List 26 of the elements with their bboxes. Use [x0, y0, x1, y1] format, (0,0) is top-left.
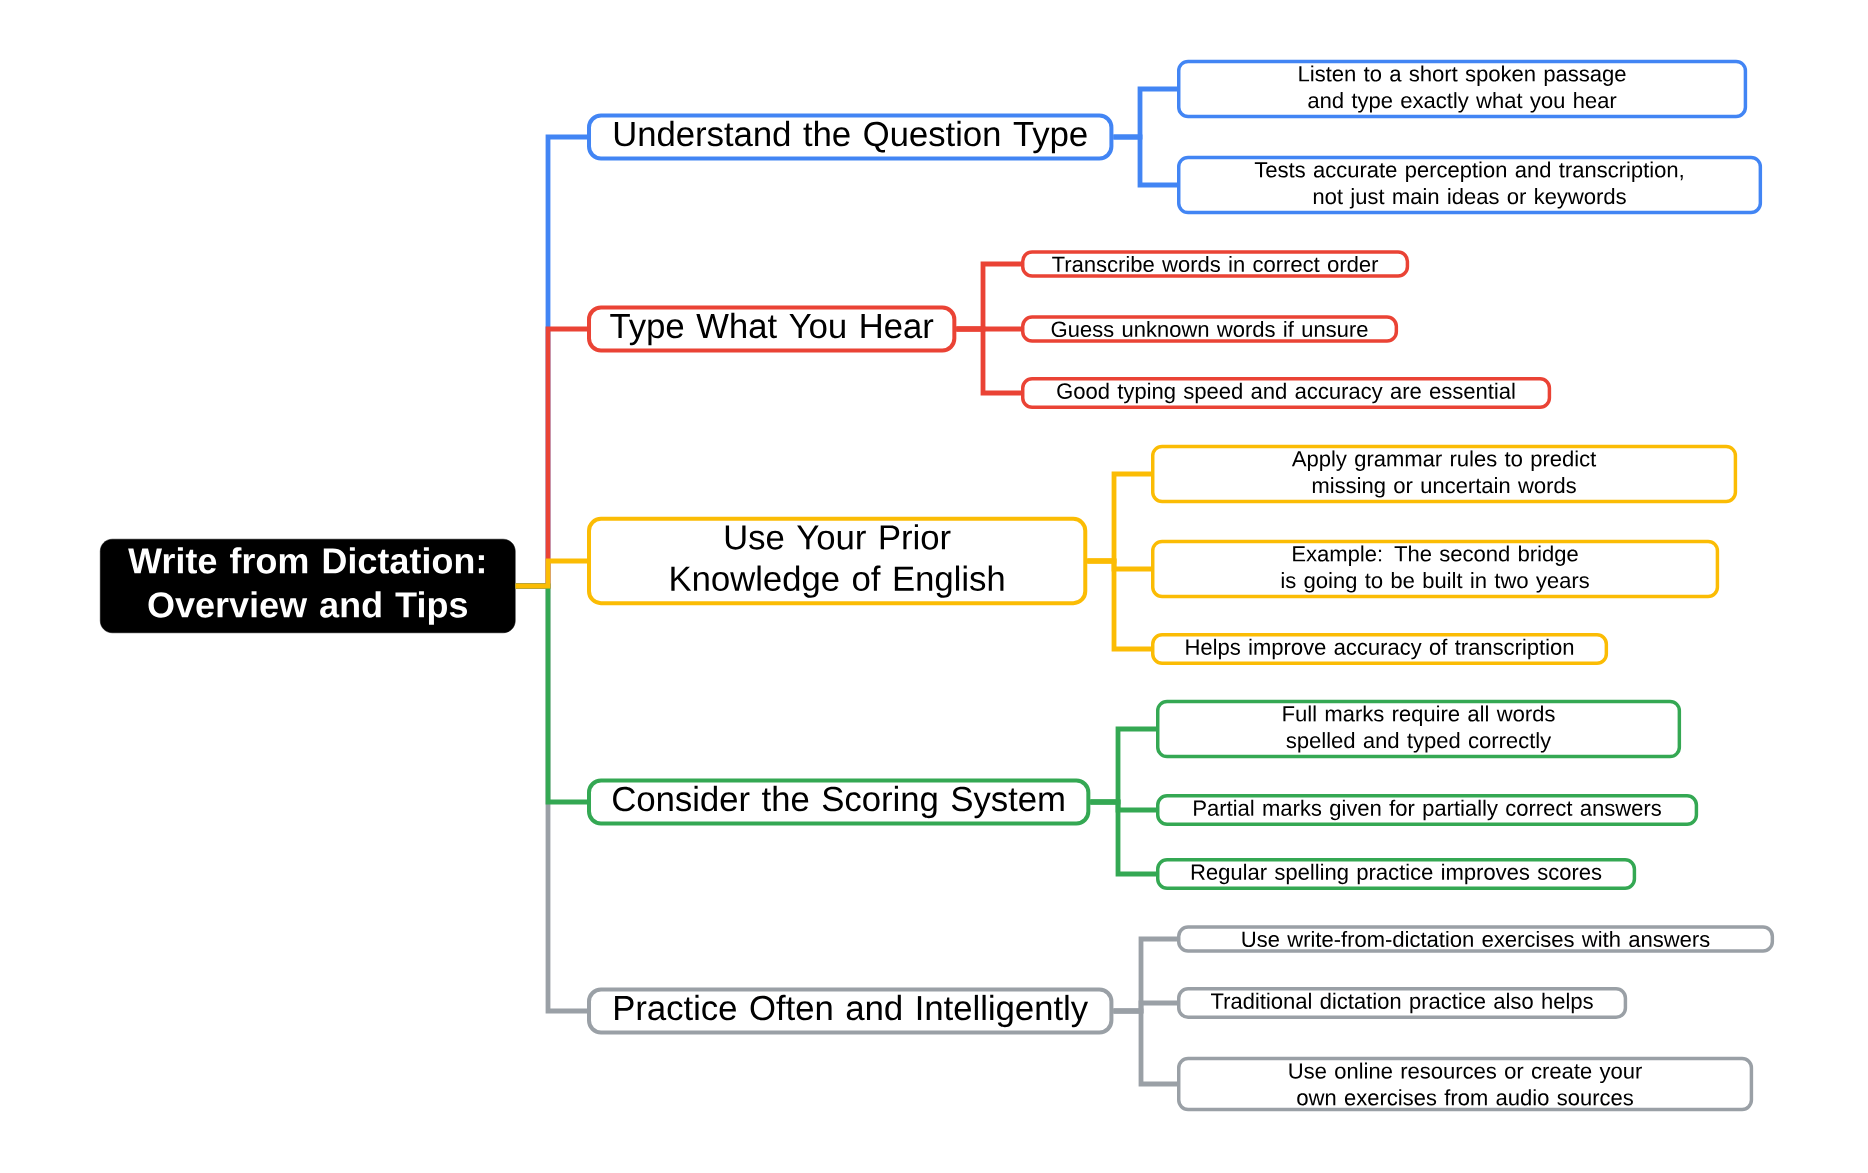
detail-box: Listen to a short spoken passage and type exactly what you hear: [1177, 59, 1748, 119]
detail-box: Transcribe words in correct order: [1021, 250, 1410, 278]
topic-box: Understand the Question Type: [587, 113, 1114, 161]
detail-box: Use write-from-dictation exercises with answers: [1177, 925, 1775, 953]
topic-box: Practice Often and Intelligently: [587, 987, 1114, 1035]
connector: [1113, 1000, 1177, 1014]
detail-box: Guess unknown words if unsure: [1021, 315, 1399, 343]
connector: [515, 558, 587, 589]
topic-box: Consider the Scoring System: [587, 778, 1091, 826]
detail-box: Use online resources or create your own exercises from audio sources: [1177, 1056, 1754, 1112]
topic-box: Type What You Hear: [587, 305, 957, 353]
detail-box: Partial marks given for partially correct answers: [1156, 794, 1699, 826]
topic-box: Use Your Prior Knowledge of English: [587, 516, 1088, 606]
connector: [1090, 799, 1156, 813]
detail-box: Apply grammar rules to predict missing or uncertain words: [1151, 444, 1738, 504]
connector: [1113, 134, 1177, 188]
detail-box: Good typing speed and accuracy are essential: [1021, 377, 1552, 409]
detail-box: Regular spelling practice improves scores: [1156, 858, 1637, 890]
detail-box: Traditional dictation practice also helps: [1177, 987, 1628, 1019]
detail-box: Example: The second bridge is going to be built in two years: [1151, 539, 1720, 599]
connector: [956, 326, 1021, 332]
detail-box: Helps improve accuracy of transcription: [1151, 633, 1609, 665]
title-box: Write from Dictation: Overview and Tips: [100, 538, 516, 634]
connector: [1087, 558, 1151, 572]
detail-box: Tests accurate perception and transcription, not just main ideas or keywords: [1177, 155, 1763, 215]
detail-box: Full marks require all words spelled and typed correctly: [1156, 699, 1682, 759]
